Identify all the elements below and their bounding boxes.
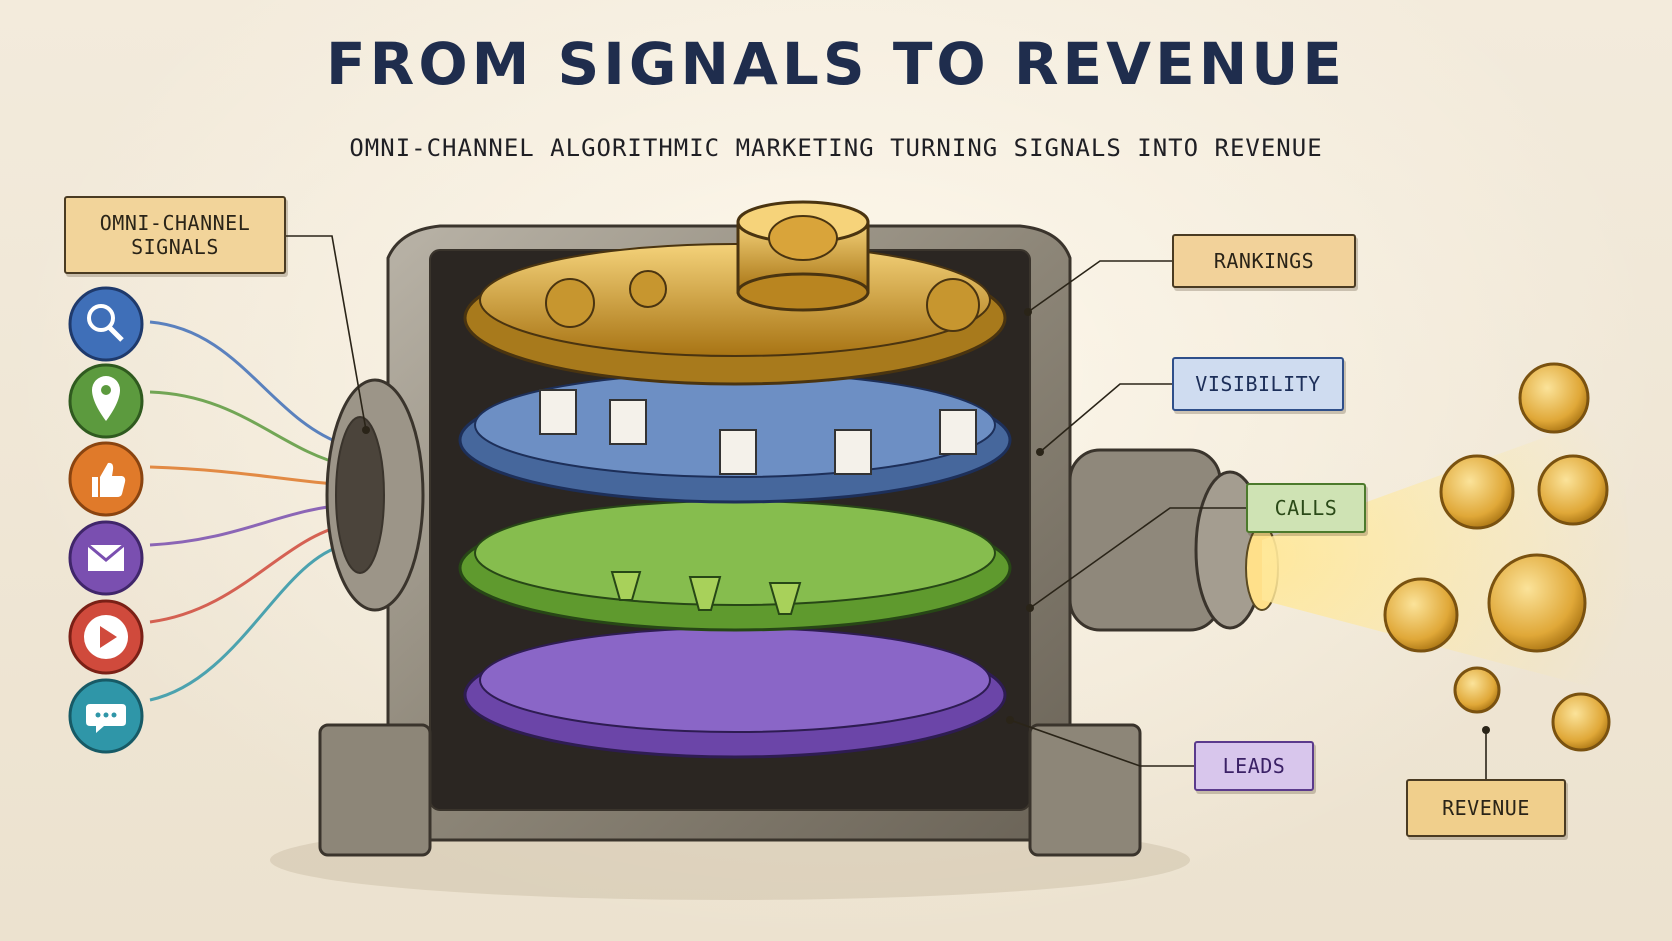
coin bbox=[1551, 692, 1611, 752]
coin bbox=[1453, 666, 1501, 714]
map-pin-icon bbox=[68, 363, 144, 439]
search-icon bbox=[68, 286, 144, 362]
page-title: FROM SIGNALS TO REVENUE bbox=[326, 30, 1346, 98]
label-revenue: REVENUE bbox=[1406, 779, 1566, 837]
brain-core bbox=[736, 200, 870, 312]
intake-flange bbox=[325, 378, 425, 612]
label-visibility: VISIBILITY bbox=[1172, 357, 1344, 411]
leader-dots bbox=[362, 308, 1490, 734]
coin bbox=[1487, 553, 1587, 653]
layer-leads bbox=[463, 627, 1007, 759]
coin bbox=[1383, 577, 1459, 653]
layer-calls bbox=[458, 500, 1012, 632]
label-rankings: RANKINGS bbox=[1172, 234, 1356, 288]
coin bbox=[1439, 454, 1515, 530]
coin bbox=[1537, 454, 1609, 526]
thumbs-up-icon bbox=[68, 441, 144, 517]
layer-visibility bbox=[458, 372, 1012, 504]
label-omni-channel-signals: OMNI-CHANNEL SIGNALS bbox=[64, 196, 286, 274]
chat-bubble-icon bbox=[68, 678, 144, 754]
page-subtitle: OMNI-CHANNEL ALGORITHMIC MARKETING TURNI… bbox=[349, 134, 1323, 162]
label-leads: LEADS bbox=[1194, 741, 1314, 791]
envelope-icon bbox=[68, 520, 144, 596]
coin bbox=[1518, 362, 1590, 434]
leader-lines bbox=[286, 235, 1487, 779]
label-calls: CALLS bbox=[1246, 483, 1366, 533]
signal-streams bbox=[149, 320, 346, 702]
revenue-coins bbox=[1383, 362, 1611, 752]
play-icon bbox=[68, 599, 144, 675]
